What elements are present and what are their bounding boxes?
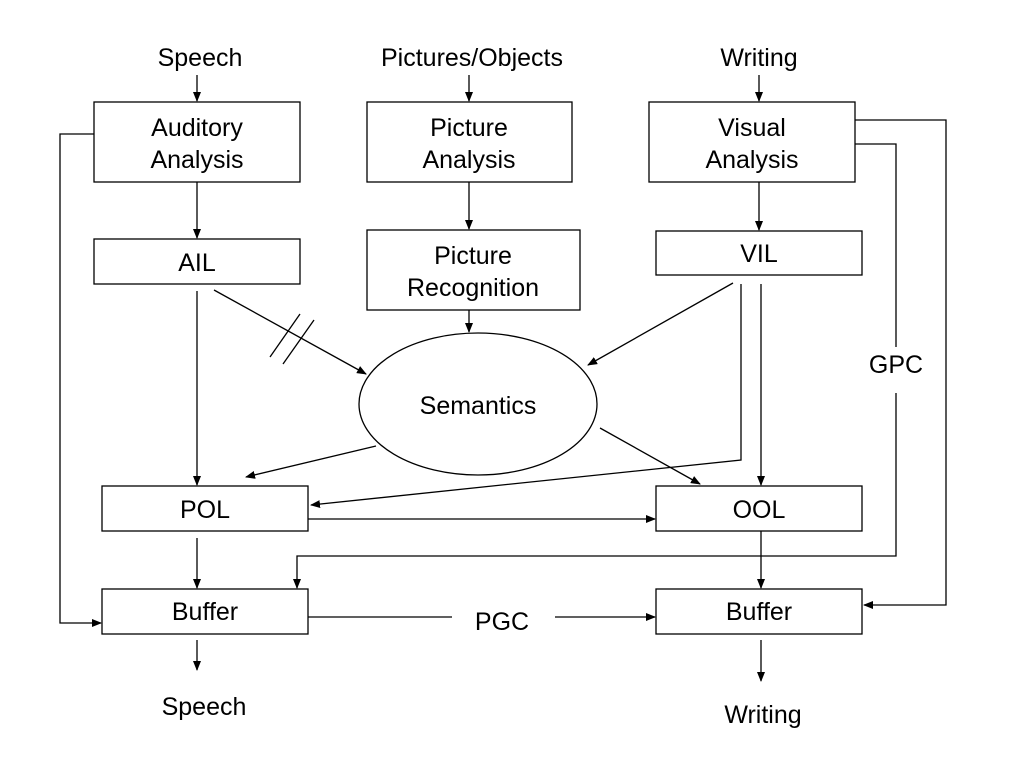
picture-recognition-line2: Recognition (407, 274, 539, 302)
connectors (59, 75, 947, 682)
buffer-right-label: Buffer (726, 598, 792, 626)
auditory-analysis-line1: Auditory (151, 114, 243, 142)
visual-analysis-line2: Analysis (705, 146, 798, 174)
semantics-ellipse: Semantics (358, 332, 598, 476)
auditory-analysis-box: Auditory Analysis (93, 101, 301, 183)
ail-label: AIL (178, 249, 216, 277)
arrow-vil-to-semantics (587, 282, 734, 366)
arrow-vil-to-pol (310, 284, 742, 509)
ail-semantics-block-mark-2 (282, 319, 315, 365)
picture-analysis-box: Picture Analysis (366, 101, 573, 183)
buffer-left-label: Buffer (172, 598, 238, 626)
auditory-analysis-line2: Analysis (150, 146, 243, 174)
picture-recognition-line1: Picture (434, 242, 512, 270)
arrow-semantics-to-pol (245, 445, 377, 479)
picture-recognition-box: Picture Recognition (366, 229, 581, 311)
input-pictures-label: Pictures/Objects (381, 44, 563, 72)
picture-analysis-line1: Picture (430, 114, 508, 142)
vil-label: VIL (740, 240, 778, 268)
buffer-left-box: Buffer (101, 588, 309, 635)
arrow-semantics-to-ool (599, 427, 701, 485)
ail-semantics-block-mark-1 (269, 313, 301, 358)
semantics-label: Semantics (420, 392, 537, 420)
gpc-label: GPC (869, 351, 923, 379)
pol-box: POL (101, 485, 309, 532)
output-speech-label: Speech (162, 693, 247, 721)
visual-analysis-line1: Visual (718, 114, 786, 142)
ail-box: AIL (93, 238, 301, 285)
arrow-visual-to-right-buffer (855, 119, 947, 609)
ool-label: OOL (733, 496, 786, 524)
visual-analysis-box: Visual Analysis (648, 101, 856, 183)
picture-analysis-line2: Analysis (422, 146, 515, 174)
arrow-auditory-to-left-buffer (59, 133, 102, 627)
buffer-right-box: Buffer (655, 588, 863, 635)
arrow-ail-to-semantics (213, 289, 367, 375)
input-speech-label: Speech (158, 44, 243, 72)
pgc-label: PGC (475, 608, 529, 636)
input-writing-label: Writing (720, 44, 797, 72)
ool-box: OOL (655, 485, 863, 532)
output-writing-label: Writing (724, 701, 801, 729)
pol-label: POL (180, 496, 230, 524)
gpc-route-lower (293, 393, 897, 589)
vil-box: VIL (655, 230, 863, 276)
gpc-route-upper (855, 143, 897, 347)
